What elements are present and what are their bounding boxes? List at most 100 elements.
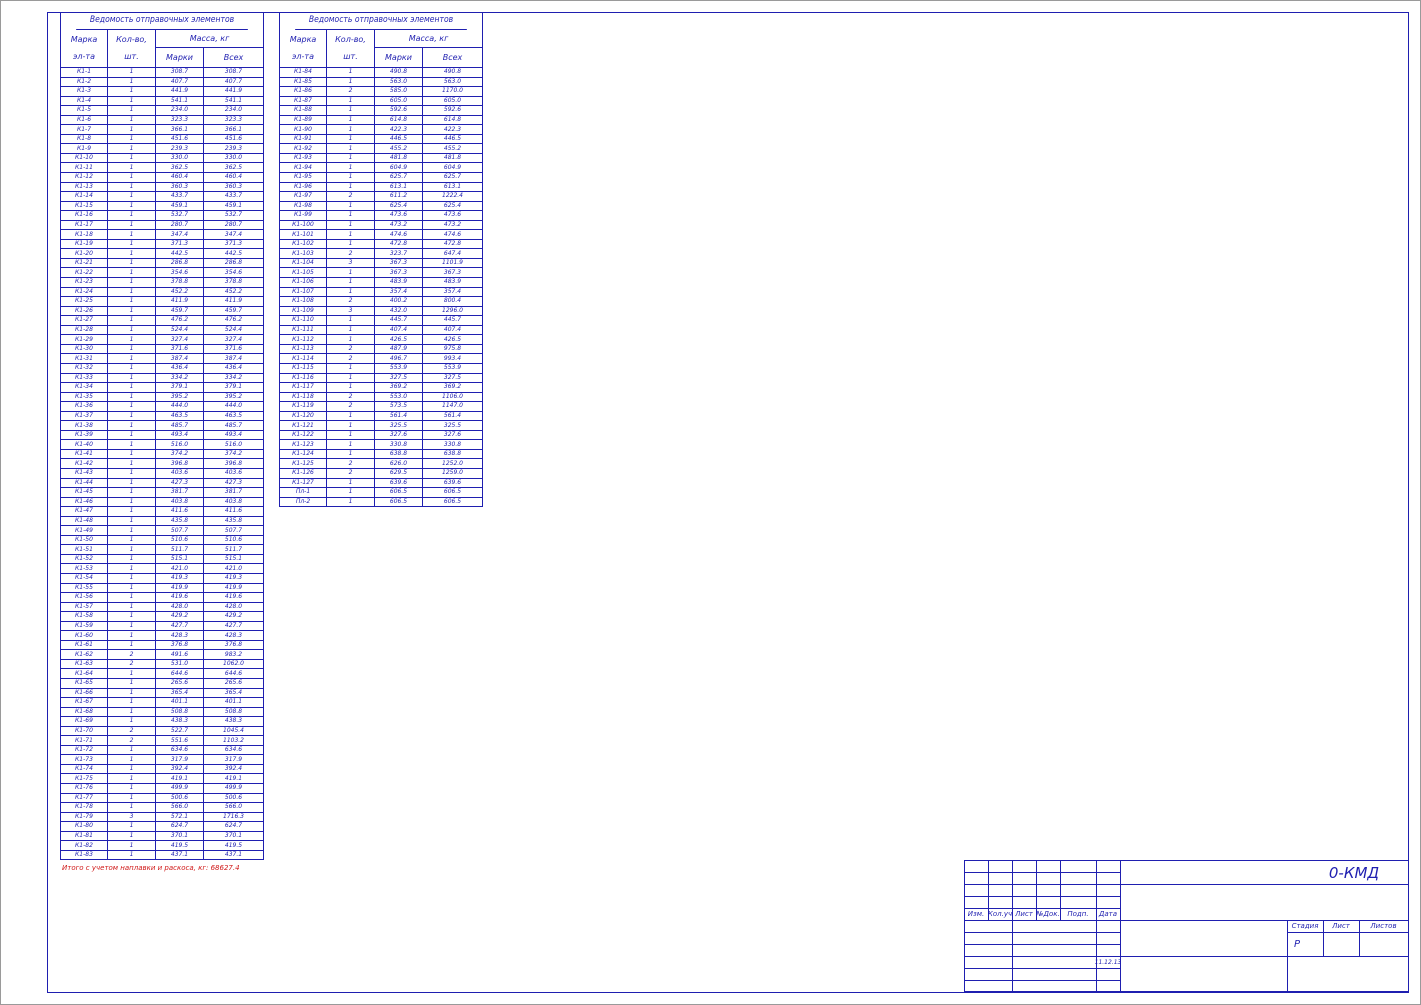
cell-mass-one: 327.5 [375,373,423,383]
cell-mass-all: 362.5 [224,163,243,171]
cell-mass-all: 1103.2 [223,736,244,744]
stamp-line [964,884,1121,885]
cell-qty: 1 [108,573,156,583]
cell-mass-all: 485.7 [224,421,243,429]
header-qty-line1: Кол-во, [116,35,147,44]
cell-mass-all: 421.0 [224,564,243,572]
cell-mass-one: 428.3 [156,631,204,640]
cell-qty: 1 [108,96,156,106]
cell-mass-one: 625.4 [375,201,423,211]
cell-mass-all: 553.9 [443,364,462,372]
cell-mark: К1-121 [280,421,327,430]
cell-qty: 1 [327,230,375,239]
cell-mass-one: 476.2 [156,316,204,325]
cell-mass-one: 419.9 [156,583,204,593]
cell-mass-all: 411.9 [224,297,243,305]
cell-mass-all: 507.7 [224,526,243,534]
stamp-label-ndok: №Док. [1036,910,1060,918]
cell-mark: К1-117 [280,383,327,392]
cell-mass-one: 286.8 [156,258,204,268]
cell-mark: К1-29 [61,335,108,344]
cell-qty: 1 [327,115,375,125]
cell-mark: К1-90 [280,125,327,134]
cell-qty: 1 [108,468,156,478]
cell-mass-one: 532.7 [156,211,204,220]
cell-mark: К1-68 [61,707,108,717]
total-mass-note: Итого с учетом наплавки и раскоса, кг: 6… [62,864,240,872]
cell-mark: К1-65 [61,679,108,688]
cell-mark: К1-34 [61,383,108,392]
cell-mark: К1-11 [61,163,108,173]
cell-mark: К1-55 [61,583,108,593]
cell-mass-one: 639.6 [375,478,423,488]
stamp-date-value: 11.12.13 [1094,958,1122,966]
cell-mass-all: 369.2 [443,383,462,391]
cell-qty: 2 [108,650,156,659]
cell-qty: 1 [108,239,156,249]
cell-qty: 1 [108,163,156,173]
cell-mark: К1-114 [280,354,327,363]
cell-mass-one: 327.6 [375,430,423,440]
cell-qty: 1 [108,564,156,573]
cell-qty: 1 [327,220,375,230]
cell-mass-one: 426.5 [375,335,423,344]
cell-mass-all: 634.6 [224,746,243,754]
cell-mass-all: 452.2 [224,287,243,295]
cell-qty: 1 [108,488,156,497]
cell-mass-one: 481.8 [375,153,423,163]
cell-qty: 1 [108,688,156,698]
cell-mark: К1-9 [61,144,108,153]
cell-mass-one: 460.4 [156,173,204,182]
cell-mass-all: 613.1 [443,182,462,190]
cell-mark: К1-69 [61,717,108,726]
cell-mass-all: 419.6 [224,593,243,601]
cell-qty: 1 [108,115,156,125]
cell-mark: К1-105 [280,268,327,278]
cell-mass-all: 308.7 [224,68,243,76]
cell-mass-one: 585.0 [375,87,423,96]
cell-mark: К1-70 [61,726,108,736]
cell-mark: К1-116 [280,373,327,383]
stamp-line [1036,860,1037,920]
cell-mass-all: 234.0 [224,106,243,114]
cell-mark: К1-63 [61,659,108,669]
document-code: 0-КМД [1328,864,1380,882]
cell-qty: 1 [108,707,156,717]
cell-mark: К1-120 [280,411,327,421]
cell-mark: К1-102 [280,239,327,249]
cell-qty: 1 [327,335,375,344]
cell-mark: К1-122 [280,430,327,440]
cell-mass-all: 327.6 [443,431,462,439]
cell-mass-all: 983.2 [224,650,243,658]
cell-mass-one: 400.2 [375,297,423,306]
cell-mass-one: 473.2 [375,220,423,230]
cell-mass-all: 614.8 [443,116,462,123]
cell-qty: 1 [327,125,375,134]
cell-qty: 1 [108,526,156,535]
cell-mass-all: 532.7 [224,211,243,219]
cell-mass-all: 365.4 [224,688,243,696]
cell-mass-all: 280.7 [224,221,243,229]
